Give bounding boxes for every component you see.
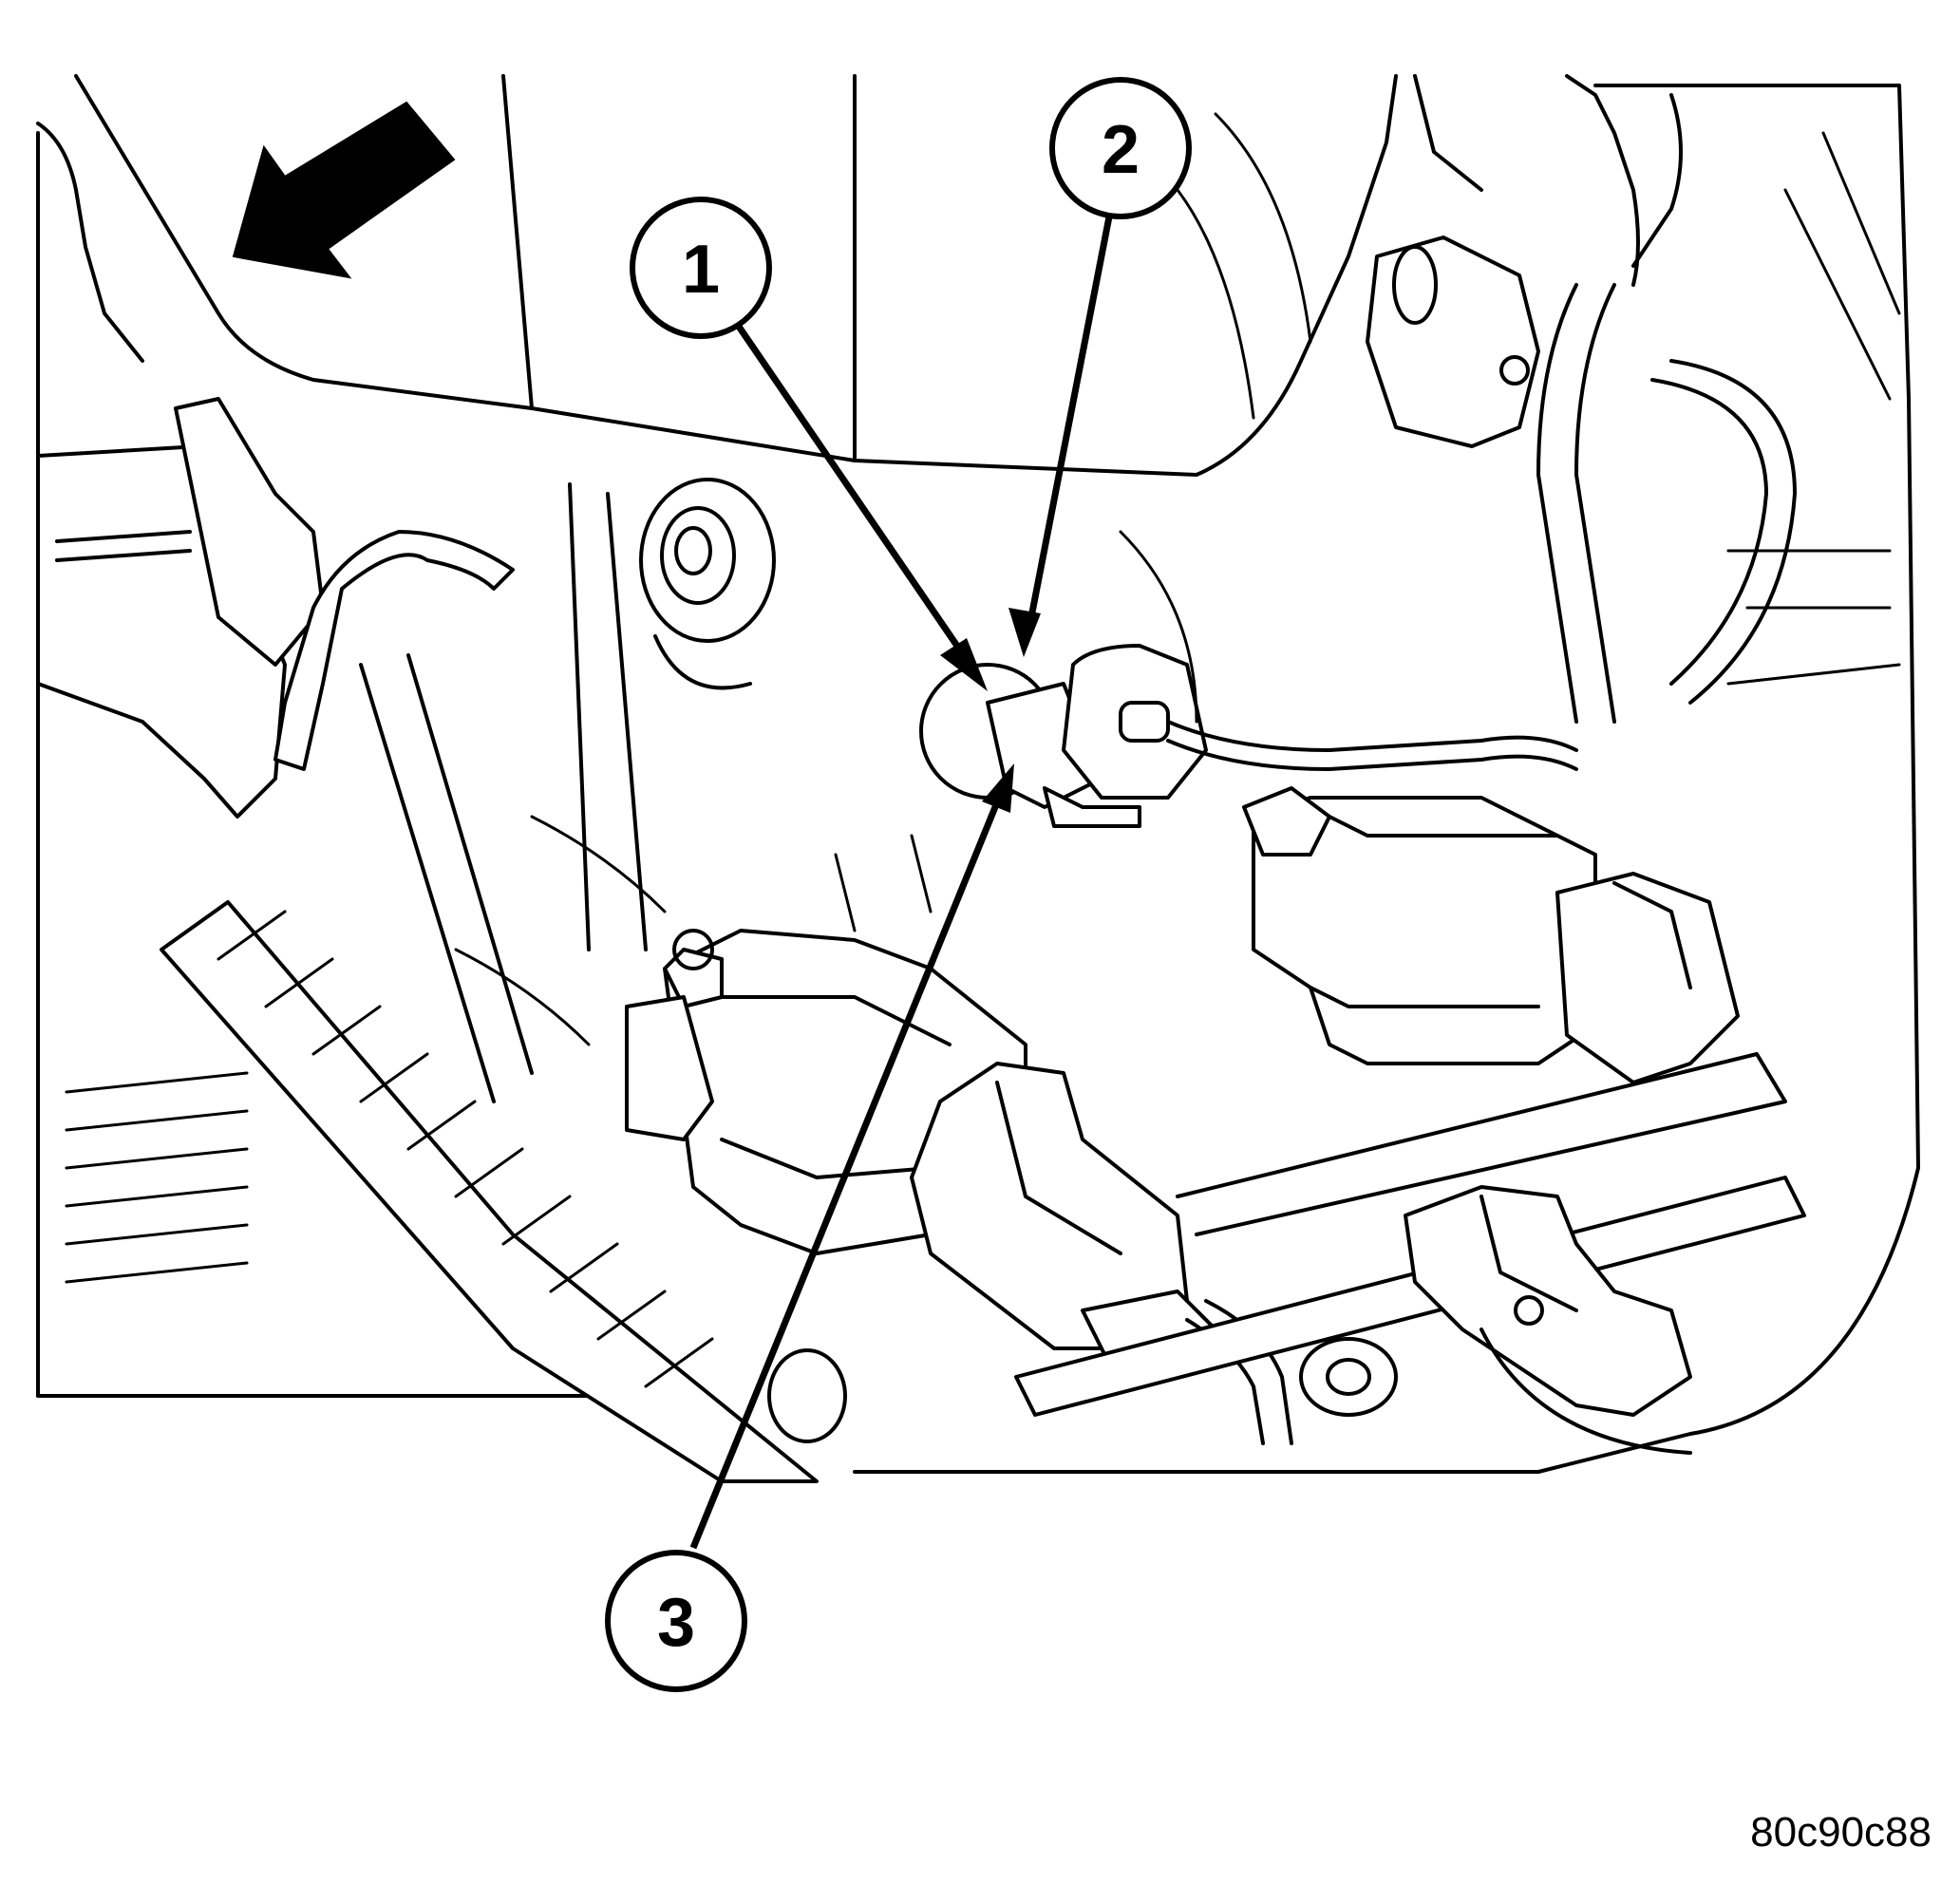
engine-illustration [36,74,1920,1483]
leader-line-1 [730,316,988,691]
leader-line-2 [1008,206,1115,657]
callout-1-label: 1 [682,232,720,308]
callout-1: 1 [630,197,772,339]
forward-arrow-icon [232,101,456,279]
callout-3: 3 [605,1550,747,1692]
figure-id: 80c90c88 [1750,1809,1932,1855]
callout-3-label: 3 [657,1585,695,1661]
leader-line-3 [689,763,1014,1550]
callout-2: 2 [1049,77,1192,219]
callout-2-label: 2 [1102,112,1140,188]
